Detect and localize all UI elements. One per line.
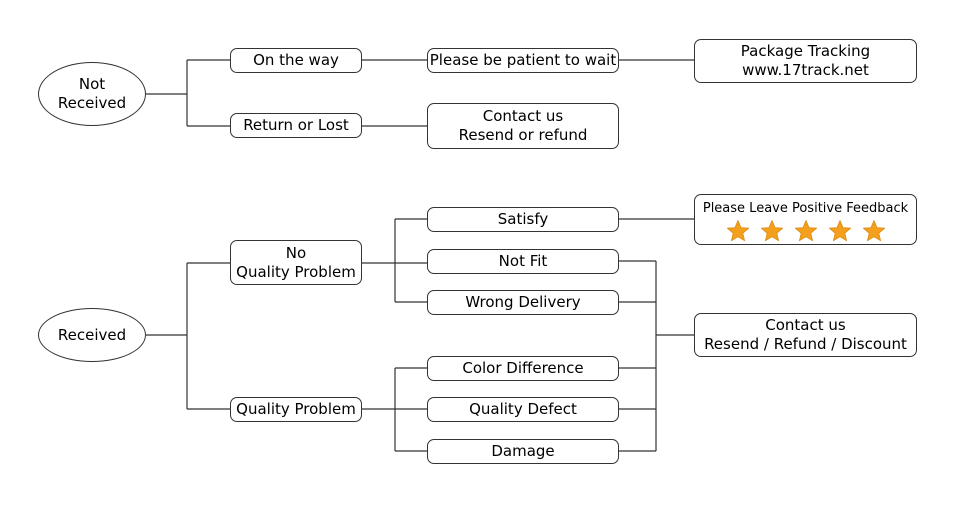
star-rating bbox=[726, 219, 886, 243]
node-label: Please be patient to wait bbox=[429, 51, 617, 69]
node-label: Return or Lost bbox=[243, 116, 349, 134]
contact-discount-node: Contact us Resend / Refund / Discount bbox=[694, 313, 917, 357]
node-label: Satisfy bbox=[497, 210, 549, 228]
star-icon bbox=[726, 220, 749, 242]
positive-feedback-node: Please Leave Positive Feedback bbox=[694, 194, 917, 245]
node-label: No bbox=[285, 243, 307, 262]
node-label: Damage bbox=[491, 442, 555, 460]
no-quality-problem-node: No Quality Problem bbox=[230, 240, 362, 285]
node-label: Received bbox=[57, 94, 127, 112]
package-tracking-node: Package Tracking www.17track.net bbox=[694, 39, 917, 83]
node-label: Package Tracking bbox=[740, 42, 871, 60]
quality-defect-node: Quality Defect bbox=[427, 397, 619, 422]
wrong-delivery-node: Wrong Delivery bbox=[427, 290, 619, 315]
node-label: Not Fit bbox=[498, 252, 548, 270]
node-label: Not bbox=[78, 75, 106, 93]
node-label: Resend or refund bbox=[458, 126, 588, 144]
star-icon bbox=[828, 220, 851, 242]
node-label: Color Difference bbox=[462, 359, 584, 377]
node-label: Received bbox=[57, 325, 127, 344]
on-the-way-node: On the way bbox=[230, 48, 362, 73]
color-difference-node: Color Difference bbox=[427, 356, 619, 381]
node-label: Please Leave Positive Feedback bbox=[702, 201, 909, 216]
node-label: Quality Problem bbox=[236, 262, 356, 281]
star-icon bbox=[862, 220, 885, 242]
node-label: Contact us bbox=[482, 107, 564, 125]
node-label: On the way bbox=[253, 51, 339, 69]
return-or-lost-node: Return or Lost bbox=[230, 113, 362, 138]
node-label: Wrong Delivery bbox=[465, 293, 581, 311]
contact-resend-node: Contact us Resend or refund bbox=[427, 103, 619, 149]
satisfy-node: Satisfy bbox=[427, 207, 619, 232]
quality-problem-node: Quality Problem bbox=[230, 397, 362, 422]
not-received-node: Not Received bbox=[38, 62, 146, 126]
node-label: Quality Defect bbox=[469, 400, 577, 418]
node-label: Quality Problem bbox=[236, 400, 356, 418]
damage-node: Damage bbox=[427, 439, 619, 464]
please-wait-node: Please be patient to wait bbox=[427, 48, 619, 73]
tracking-url: www.17track.net bbox=[742, 61, 869, 79]
node-label: Resend / Refund / Discount bbox=[704, 335, 907, 353]
star-icon bbox=[794, 220, 817, 242]
star-icon bbox=[760, 220, 783, 242]
node-label: Contact us bbox=[765, 316, 846, 334]
received-node: Received bbox=[38, 308, 146, 362]
not-fit-node: Not Fit bbox=[427, 249, 619, 274]
